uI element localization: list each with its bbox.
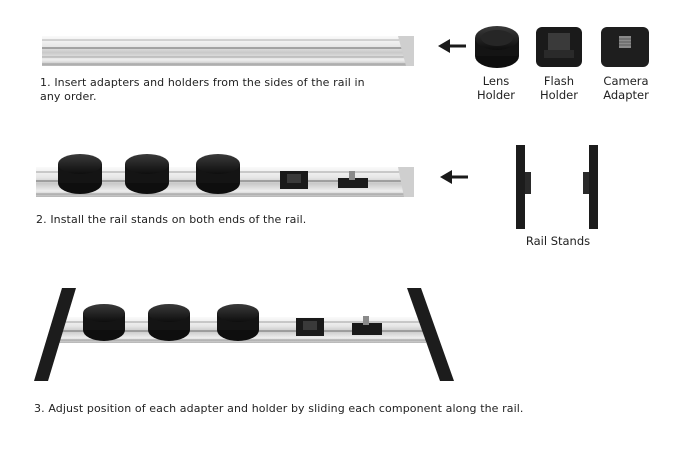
camera-adapter-part: [601, 27, 649, 67]
rail-stands-label: Rail Stands: [525, 234, 591, 248]
step-2-text: Install the rail stands on both ends of …: [50, 213, 307, 226]
arrow-left-icon: [438, 39, 466, 53]
camera-adapter-assembled: [352, 316, 382, 335]
step-1-text: Insert adapters and holders from the sid…: [40, 76, 365, 103]
rail-stand-left: [516, 145, 531, 229]
lens-holder-assembled: [83, 304, 125, 341]
rail-stand-right-installed: [407, 288, 454, 381]
rail-stand-right: [583, 145, 598, 229]
lens-holder-on-rail: [58, 154, 102, 194]
step-3-number: 3.: [34, 402, 45, 415]
lens-holder-part: [475, 26, 519, 68]
rail-bare: [42, 36, 414, 66]
lens-holder-on-rail: [196, 154, 240, 194]
step-2-caption: 2. Install the rail stands on both ends …: [36, 213, 396, 227]
lens-holder-on-rail: [125, 154, 169, 194]
camera-adapter-label: Camera Adapter: [603, 74, 649, 102]
step-1-caption: 1. Insert adapters and holders from the …: [40, 76, 380, 104]
arrow-left-icon: [440, 170, 468, 184]
lens-holder-assembled: [217, 304, 259, 341]
lens-holder-assembled: [148, 304, 190, 341]
step-3-text: Adjust position of each adapter and hold…: [48, 402, 524, 415]
step-1-number: 1.: [40, 76, 51, 89]
flash-holder-label: Flash Holder: [540, 74, 578, 102]
lens-holder-label: Lens Holder: [477, 74, 515, 102]
camera-adapter-on-rail: [338, 171, 368, 188]
flash-holder-assembled: [296, 318, 324, 336]
step-3-caption: 3. Adjust position of each adapter and h…: [34, 402, 594, 416]
flash-holder-part: [536, 27, 582, 67]
flash-holder-on-rail: [280, 171, 308, 189]
step-2-number: 2.: [36, 213, 47, 226]
rail-stand-left-installed: [34, 288, 76, 381]
